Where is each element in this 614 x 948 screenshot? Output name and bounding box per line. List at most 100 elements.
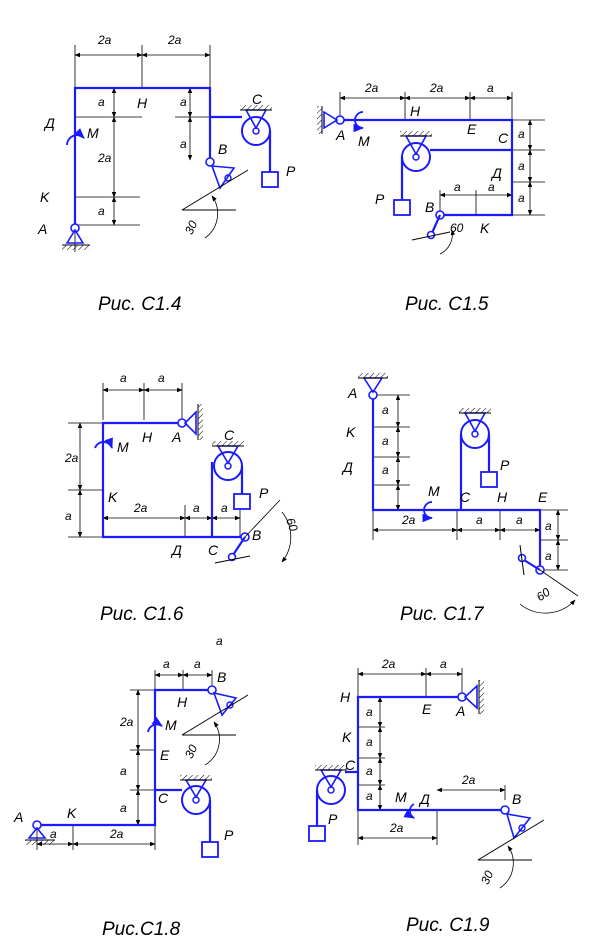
roller-wheel bbox=[226, 701, 234, 709]
frame-beam bbox=[356, 695, 505, 812]
frame-beam bbox=[37, 688, 212, 827]
point-label: K bbox=[346, 424, 356, 440]
point-label: B bbox=[425, 199, 434, 215]
dim-label: a bbox=[366, 764, 373, 778]
point-label: A bbox=[335, 127, 345, 143]
ground-hatch bbox=[240, 105, 272, 110]
figure-c1-4: 2a 2a a a 2a a a 30 Д M K A H C bbox=[37, 33, 296, 315]
roller-wheel bbox=[224, 174, 232, 182]
point-label: P bbox=[224, 827, 234, 843]
frame-beam bbox=[73, 86, 212, 228]
point-label: K bbox=[342, 729, 352, 745]
point-label: C bbox=[252, 91, 263, 107]
dim-label: a bbox=[545, 549, 552, 563]
figure-c1-5: 2a 2a a a a a a a A M H E C Д P B K bbox=[317, 81, 545, 315]
ground-hatch bbox=[62, 245, 90, 250]
point-label: M bbox=[117, 439, 129, 455]
incline-line bbox=[181, 169, 249, 211]
moment-icon bbox=[147, 716, 163, 733]
ground-hatch bbox=[212, 441, 244, 446]
dim-label: a bbox=[382, 403, 389, 417]
angle-arc bbox=[499, 845, 514, 889]
ground-hatch bbox=[198, 404, 203, 440]
dim-label: a bbox=[487, 81, 494, 95]
dim-label: a bbox=[366, 789, 373, 803]
dim-label: a bbox=[98, 204, 105, 218]
point-label: M bbox=[358, 133, 370, 149]
point-label: B bbox=[252, 527, 261, 543]
angle-label: 60 bbox=[534, 585, 553, 604]
dimension-lines bbox=[68, 383, 241, 538]
point-label: K bbox=[480, 220, 490, 236]
point-label: K bbox=[67, 805, 77, 821]
dim-label: 2a bbox=[364, 81, 379, 95]
ground-hatch bbox=[459, 408, 491, 413]
figure-caption: Рис. С1.5 bbox=[405, 294, 489, 315]
figure-caption: Рис. С1.7 bbox=[400, 604, 485, 625]
hinge-support bbox=[183, 410, 197, 436]
ground-line bbox=[411, 231, 451, 241]
roller-wheel bbox=[518, 824, 526, 832]
point-label: B bbox=[218, 141, 227, 157]
weight-block bbox=[201, 841, 219, 858]
dim-label: 2a bbox=[381, 657, 396, 671]
point-label: H bbox=[142, 429, 153, 445]
point-label: A bbox=[347, 385, 357, 401]
dim-label: a bbox=[518, 191, 525, 205]
point-label: H bbox=[410, 103, 421, 119]
dim-label: 2a bbox=[97, 33, 112, 47]
ground-hatch bbox=[25, 840, 55, 845]
support-rod bbox=[232, 536, 246, 556]
weight-block bbox=[261, 171, 279, 188]
ground-hatch bbox=[180, 775, 212, 780]
frame-beam bbox=[340, 118, 514, 217]
point-label: K bbox=[108, 489, 118, 505]
pin-joint bbox=[500, 805, 510, 815]
support-rod bbox=[523, 559, 541, 571]
weight-block bbox=[393, 199, 411, 216]
dim-label: 2a bbox=[119, 715, 134, 729]
dim-label: a bbox=[518, 127, 525, 141]
point-label: P bbox=[286, 163, 296, 179]
dim-label: a bbox=[440, 657, 447, 671]
dim-label: a bbox=[366, 735, 373, 749]
point-label: A bbox=[455, 703, 465, 719]
dim-label: 2a bbox=[167, 33, 182, 47]
dimension-lines bbox=[74, 45, 211, 252]
hinge-support bbox=[323, 110, 339, 130]
dim-label: a bbox=[180, 137, 187, 151]
point-label: C bbox=[460, 489, 471, 505]
point-label: E bbox=[160, 747, 170, 763]
angle-arc bbox=[439, 229, 456, 255]
point-label: P bbox=[375, 191, 385, 207]
angle-arc bbox=[204, 195, 219, 239]
dim-label: a bbox=[382, 463, 389, 477]
angle-ref-line bbox=[244, 499, 281, 538]
point-label: P bbox=[259, 485, 269, 501]
point-label: A bbox=[13, 809, 23, 825]
weight-block bbox=[308, 825, 326, 842]
dim-label: a bbox=[488, 180, 495, 194]
angle-arc bbox=[281, 511, 292, 563]
dim-label: a bbox=[98, 95, 105, 109]
angle-ref-line bbox=[539, 569, 579, 597]
moment-icon bbox=[94, 437, 113, 450]
point-label: C bbox=[208, 542, 219, 558]
dim-label: a bbox=[516, 513, 523, 527]
angle-label: 60 bbox=[450, 221, 464, 235]
dim-label: 2a bbox=[97, 151, 112, 165]
moment-icon bbox=[422, 501, 434, 523]
figure-caption: Рис. С1.4 bbox=[98, 294, 181, 315]
dim-label: a bbox=[221, 501, 228, 515]
figure-caption: Рис.С1.8 bbox=[102, 919, 181, 940]
weight-block bbox=[233, 493, 251, 510]
figure-c1-6: a a 2a a 2a a a 60 M H A C K P B Д bbox=[64, 371, 301, 625]
point-label: Д bbox=[43, 115, 55, 131]
dim-label: a bbox=[366, 705, 373, 719]
dim-label: a bbox=[193, 501, 200, 515]
figure-caption: Рис. С1.6 bbox=[100, 604, 184, 625]
pin-joint bbox=[205, 157, 215, 167]
figure-caption: Рис. С1.9 bbox=[406, 915, 490, 936]
figure-c1-7: a a a 2a a a a a 60 A K Д M C H E bbox=[341, 373, 579, 625]
